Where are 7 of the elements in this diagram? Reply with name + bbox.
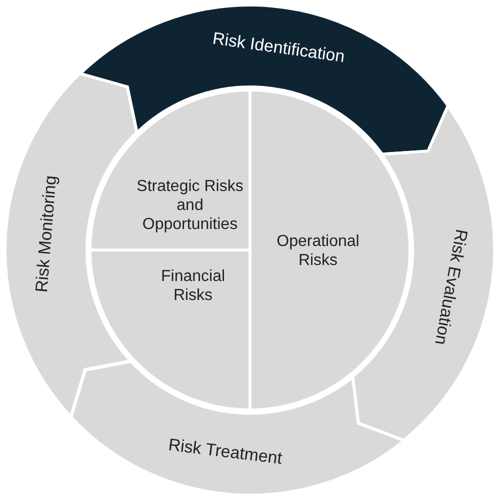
segment-label: Risk Monitoring: [32, 174, 62, 294]
segment-label: Risk Identification: [211, 28, 346, 68]
quadrant-label: Strategic Risks and Opportunities: [136, 176, 244, 234]
quadrant-label: Financial Risks: [160, 267, 226, 305]
segment-label: Risk Treatment: [167, 436, 284, 470]
quadrant-label: Operational Risks: [276, 232, 360, 270]
segment-label: Risk Evaluation: [430, 228, 472, 347]
